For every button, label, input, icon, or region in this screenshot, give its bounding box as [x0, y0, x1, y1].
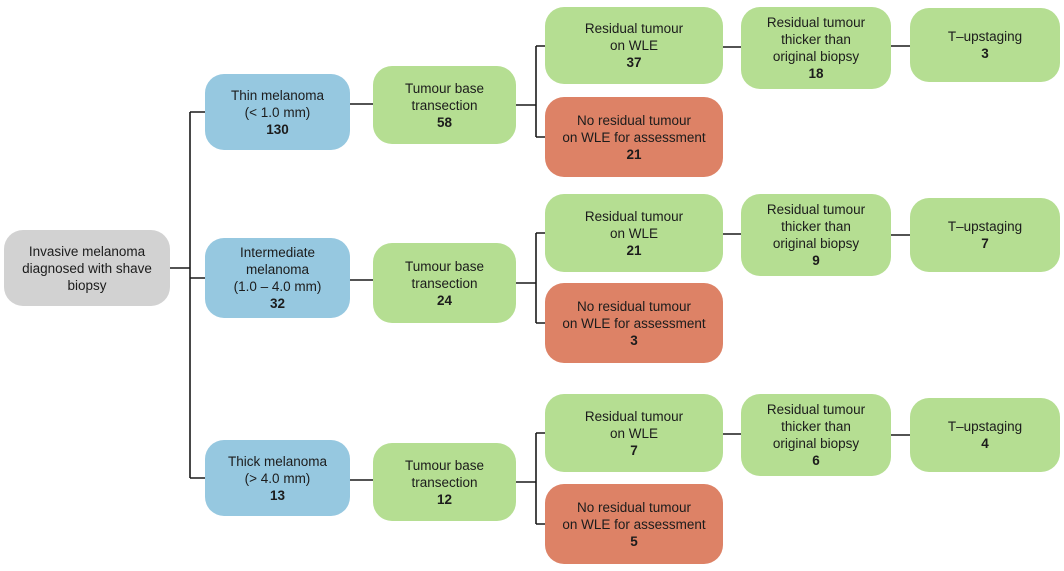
node-count: 9: [812, 253, 820, 268]
node-count: 18: [808, 66, 824, 81]
node-tumour-base-transection-thick: Tumour base transection 12: [373, 443, 516, 521]
node-label-line: T–upstaging: [947, 419, 1023, 434]
node-label-line: Thin melanoma: [230, 87, 325, 103]
node-label-line: Tumour base: [404, 80, 485, 96]
node-no-residual-tumour-thin: No residual tumour on WLE for assessment…: [545, 97, 723, 177]
node-residual-thicker-thick: Residual tumour thicker than original bi…: [741, 394, 891, 476]
node-label-line: biopsy: [67, 277, 107, 293]
node-intermediate-melanoma: Intermediate melanoma (1.0 – 4.0 mm) 32: [205, 238, 350, 318]
node-count: 130: [266, 121, 289, 137]
node-count: 3: [981, 46, 989, 61]
node-count: 32: [269, 296, 286, 311]
node-count: 5: [630, 533, 638, 549]
node-count: 13: [269, 487, 286, 503]
node-count: 21: [626, 242, 642, 258]
node-count: 3: [630, 332, 638, 348]
node-label-line: Tumour base: [404, 258, 485, 274]
node-label-line: on WLE for assessment: [562, 315, 706, 331]
node-label-line: thicker than: [781, 32, 851, 47]
node-residual-thicker-thin: Residual tumour thicker than original bi…: [741, 7, 891, 89]
connector-branch-thin: [350, 45, 910, 138]
node-label-line: original biopsy: [772, 236, 860, 251]
node-residual-tumour-wle-thin: Residual tumour on WLE 37: [545, 7, 723, 84]
node-count: 6: [812, 453, 820, 468]
connector-root-to-categories: [170, 111, 205, 479]
node-label-line: diagnosed with shave: [22, 260, 152, 276]
node-label-line: on WLE: [609, 225, 659, 241]
node-count: 37: [626, 55, 642, 70]
node-label-line: T–upstaging: [947, 29, 1023, 44]
node-label-line: on WLE for assessment: [562, 516, 706, 532]
node-label-line: No residual tumour: [576, 112, 692, 128]
node-label-line: melanoma: [245, 262, 310, 277]
node-label-line: No residual tumour: [576, 499, 692, 515]
connector-branch-thick: [350, 432, 910, 525]
node-label-line: No residual tumour: [576, 298, 692, 314]
node-count: 4: [981, 436, 989, 451]
node-label-line: (< 1.0 mm): [244, 104, 311, 120]
node-tumour-base-transection-intermediate: Tumour base transection 24: [373, 243, 516, 323]
node-count: 24: [436, 292, 453, 308]
node-label-line: Intermediate: [239, 245, 316, 260]
node-t-upstaging-intermediate: T–upstaging 7: [910, 198, 1060, 272]
node-label-line: transection: [411, 474, 478, 490]
node-label-line: original biopsy: [772, 436, 860, 451]
connector-branch-intermediate: [350, 232, 910, 324]
node-t-upstaging-thick: T–upstaging 4: [910, 398, 1060, 472]
node-label-line: thicker than: [781, 219, 851, 234]
node-label-line: T–upstaging: [947, 219, 1023, 234]
node-thick-melanoma: Thick melanoma (> 4.0 mm) 13: [205, 440, 350, 516]
node-label-line: Residual tumour: [766, 202, 866, 217]
node-label-line: on WLE: [609, 38, 659, 53]
node-label-line: Residual tumour: [766, 15, 866, 30]
node-count: 7: [981, 236, 989, 251]
node-label-line: Residual tumour: [584, 21, 684, 36]
node-label-line: transection: [411, 275, 478, 291]
node-label-line: Tumour base: [404, 457, 485, 473]
node-label-line: original biopsy: [772, 49, 860, 64]
node-count: 12: [436, 491, 453, 507]
node-label-line: transection: [411, 97, 478, 113]
node-no-residual-tumour-intermediate: No residual tumour on WLE for assessment…: [545, 283, 723, 363]
node-thin-melanoma: Thin melanoma (< 1.0 mm) 130: [205, 74, 350, 150]
node-label-line: on WLE for assessment: [562, 129, 706, 145]
node-label-line: (> 4.0 mm): [244, 470, 311, 486]
node-residual-thicker-intermediate: Residual tumour thicker than original bi…: [741, 194, 891, 276]
node-label-line: thicker than: [781, 419, 851, 434]
node-count: 58: [436, 114, 453, 130]
node-invasive-melanoma-root: Invasive melanoma diagnosed with shave b…: [4, 230, 170, 306]
node-label-line: Residual tumour: [584, 408, 684, 424]
node-label-line: Invasive melanoma: [28, 243, 146, 259]
node-tumour-base-transection-thin: Tumour base transection 58: [373, 66, 516, 144]
node-label-line: on WLE: [609, 425, 659, 441]
node-residual-tumour-wle-intermediate: Residual tumour on WLE 21: [545, 194, 723, 272]
node-count: 21: [626, 146, 642, 162]
node-count: 7: [630, 442, 638, 458]
node-residual-tumour-wle-thick: Residual tumour on WLE 7: [545, 394, 723, 472]
node-no-residual-tumour-thick: No residual tumour on WLE for assessment…: [545, 484, 723, 564]
node-label-line: Thick melanoma: [227, 453, 328, 469]
node-t-upstaging-thin: T–upstaging 3: [910, 8, 1060, 82]
node-label-line: (1.0 – 4.0 mm): [233, 279, 322, 294]
node-label-line: Residual tumour: [766, 402, 866, 417]
node-label-line: Residual tumour: [584, 208, 684, 224]
